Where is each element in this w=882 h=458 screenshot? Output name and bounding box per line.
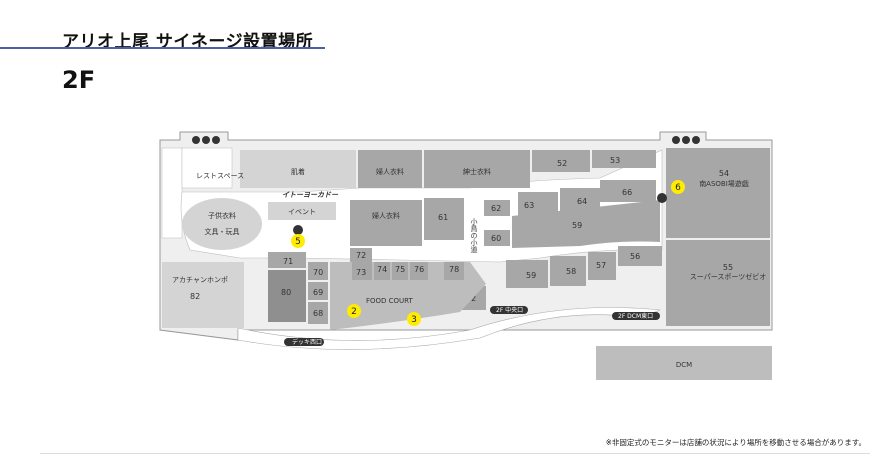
svg-text:82: 82 (190, 292, 200, 301)
signage-marker-6[interactable]: 6 (671, 180, 685, 194)
gate-dcm-east[interactable]: 2F DCM東口 (612, 312, 660, 320)
store-69[interactable]: 69 (308, 282, 328, 300)
svg-text:66: 66 (622, 188, 632, 197)
store-63[interactable]: 62 (484, 200, 510, 216)
svg-text:2: 2 (351, 307, 357, 317)
store-56[interactable]: 56 (618, 246, 662, 266)
store-52[interactable]: 52 (532, 150, 590, 172)
svg-text:68: 68 (313, 309, 323, 318)
store-70[interactable]: 70 (308, 262, 328, 280)
floor-label: 2F (62, 66, 96, 94)
svg-text:73: 73 (356, 268, 366, 277)
store-72[interactable]: 72 (350, 248, 372, 262)
svg-text:75: 75 (395, 265, 405, 274)
svg-text:72: 72 (356, 251, 366, 260)
gate-center[interactable]: 2F 中央口 (490, 306, 528, 314)
svg-text:63: 63 (524, 201, 534, 210)
svg-text:70: 70 (313, 268, 323, 277)
svg-text:71: 71 (283, 257, 293, 266)
store-57[interactable]: 57 (588, 252, 616, 280)
escalator-icon (293, 193, 667, 235)
title-underline (0, 47, 325, 49)
svg-text:DCM: DCM (676, 361, 692, 369)
svg-text:64: 64 (577, 197, 587, 206)
store-fujin[interactable]: 婦人衣料 (358, 150, 422, 188)
bottom-divider (40, 453, 870, 454)
store-tsumugi[interactable]: 肌着 (240, 150, 356, 188)
signage-marker-3[interactable]: 3 (407, 312, 421, 326)
store-61[interactable]: 60 (484, 230, 510, 246)
svg-text:FOOD COURT: FOOD COURT (366, 297, 414, 305)
svg-text:婦人衣料: 婦人衣料 (372, 211, 400, 220)
svg-text:62: 62 (491, 204, 501, 213)
rest-space-label: レストスペース (196, 172, 244, 180)
svg-text:61: 61 (438, 213, 448, 222)
svg-text:6: 6 (675, 183, 681, 193)
store-58[interactable]: 58 (550, 256, 586, 286)
store-67[interactable]: 66 (600, 180, 656, 202)
svg-text:5: 5 (295, 237, 301, 247)
store-event[interactable]: イベント (268, 202, 336, 220)
svg-text:52: 52 (557, 159, 567, 168)
svg-text:58: 58 (566, 267, 576, 276)
svg-text:78: 78 (449, 265, 459, 274)
svg-text:69: 69 (313, 288, 323, 297)
food-stores-row: 73 74 75 76 78 (352, 262, 464, 280)
store-60[interactable]: 59 (512, 200, 660, 248)
svg-text:76: 76 (414, 265, 424, 274)
store-62[interactable]: 61 (424, 198, 464, 240)
store-53[interactable]: 53 (592, 150, 656, 168)
restroom-icon (192, 136, 220, 144)
svg-text:3: 3 (411, 315, 417, 325)
signage-marker-2[interactable]: 2 (347, 304, 361, 318)
svg-text:デッキ西口: デッキ西口 (292, 338, 322, 346)
store-fujin2[interactable]: 婦人衣料 (350, 200, 422, 246)
svg-text:59: 59 (526, 271, 536, 280)
svg-text:56: 56 (630, 252, 640, 261)
svg-text:スーパースポーツゼビオ: スーパースポーツゼビオ (690, 272, 766, 281)
store-68[interactable]: 68 (308, 302, 328, 324)
svg-text:婦人衣料: 婦人衣料 (376, 167, 404, 176)
svg-text:60: 60 (491, 234, 501, 243)
store-59[interactable]: 58 59 (506, 260, 548, 288)
svg-text:肌着: 肌着 (291, 167, 305, 176)
svg-text:文具・玩具: 文具・玩具 (205, 227, 240, 236)
store-55[interactable]: 55 スーパースポーツゼビオ (666, 240, 770, 326)
store-dcm[interactable]: DCM (596, 346, 772, 380)
koito-komichi-label: 小鳥の小道 (470, 217, 478, 254)
svg-text:54: 54 (719, 169, 729, 178)
svg-text:74: 74 (377, 265, 387, 274)
svg-text:53: 53 (610, 156, 620, 165)
footnote: ※非固定式のモニターは店舗の状況により場所を移動させる場合があります。 (605, 438, 866, 447)
svg-text:子供衣料: 子供衣料 (208, 211, 236, 220)
svg-text:57: 57 (596, 261, 606, 270)
svg-text:南ASOBI場遊戯: 南ASOBI場遊戯 (699, 179, 749, 188)
svg-text:2F 中央口: 2F 中央口 (496, 306, 523, 314)
gate-deck-west[interactable]: デッキ西口 (284, 338, 324, 346)
store-71[interactable]: 71 (268, 252, 306, 268)
svg-text:59: 59 (572, 221, 582, 230)
restroom-icon-east (672, 136, 700, 144)
ito-yokado-logo: イトーヨーカドー (282, 191, 339, 199)
store-80[interactable]: 80 (268, 270, 306, 322)
store-shinshi[interactable]: 紳士衣料 (424, 150, 530, 188)
store-kodomo[interactable]: 子供衣料 文具・玩具 (182, 198, 262, 250)
svg-text:2F DCM東口: 2F DCM東口 (618, 312, 653, 320)
svg-text:アカチャンホンポ: アカチャンホンポ (172, 276, 228, 284)
svg-text:紳士衣料: 紳士衣料 (463, 167, 491, 176)
store-54[interactable]: 54 南ASOBI場遊戯 (666, 148, 770, 238)
signage-marker-5[interactable]: 5 (291, 234, 305, 248)
svg-text:80: 80 (281, 288, 291, 297)
svg-text:55: 55 (723, 263, 733, 272)
svg-text:イベント: イベント (288, 208, 316, 216)
store-82[interactable]: アカチャンホンポ 82 (162, 262, 244, 328)
